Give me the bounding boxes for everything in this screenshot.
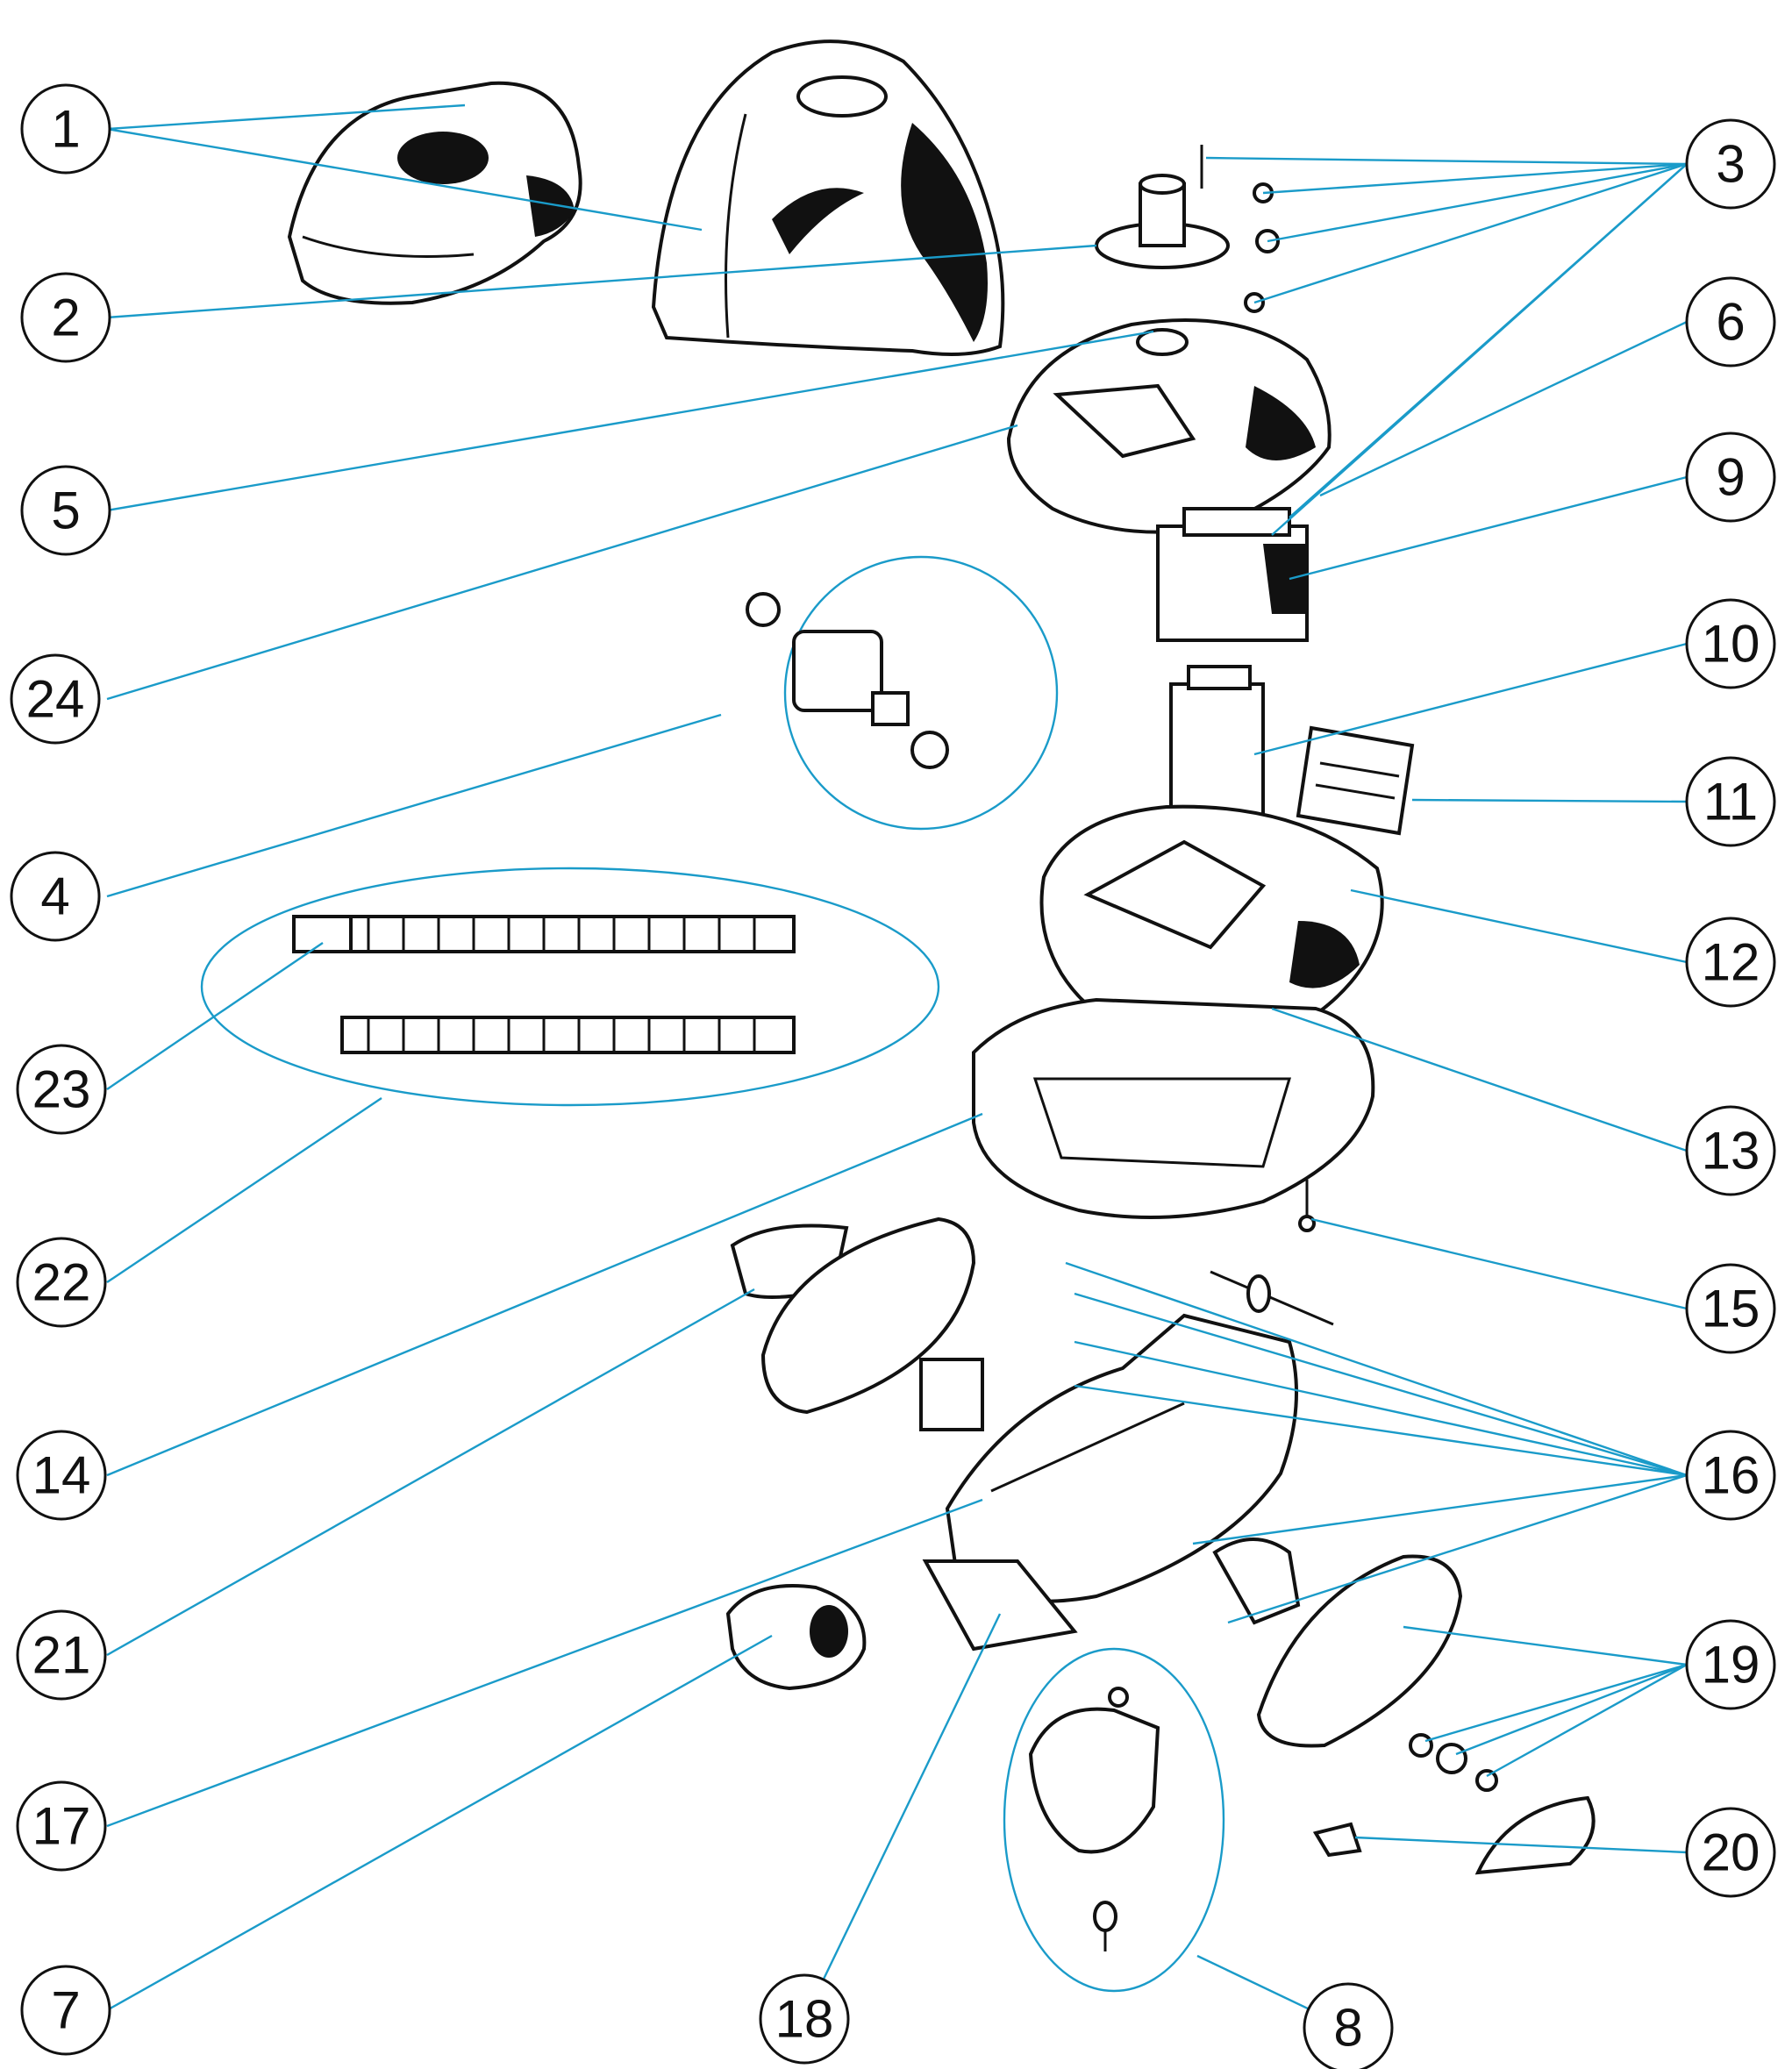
callout-6: 6 [1685, 276, 1776, 367]
part-track-left [730, 1216, 976, 1415]
part-base-tray [972, 997, 1375, 1219]
callout-24: 24 [10, 653, 101, 745]
callout-22: 22 [16, 1237, 107, 1328]
callout-8: 8 [1303, 1982, 1394, 2069]
part-lower-body [1039, 804, 1384, 1051]
part-hood-shell [651, 39, 1005, 356]
callout-18: 18 [759, 1973, 850, 2065]
callout-3-label: 3 [1716, 135, 1745, 194]
callout-22-label: 22 [32, 1253, 91, 1312]
part-nozzle [725, 1584, 867, 1691]
parts-drawing [200, 39, 1596, 1993]
part-label-plate [1296, 725, 1415, 836]
callout-11-label: 11 [1703, 773, 1758, 831]
callout-5-label: 5 [51, 482, 80, 540]
part-flap [922, 1559, 1078, 1652]
callout-21: 21 [16, 1609, 107, 1701]
callout-5: 5 [20, 465, 111, 556]
hose-ribs [367, 917, 756, 1052]
part-motor [1156, 507, 1309, 642]
callout-3: 3 [1685, 118, 1776, 210]
part-pin [1298, 1180, 1316, 1232]
callout-9: 9 [1685, 432, 1776, 523]
callout-23-label: 23 [32, 1060, 91, 1119]
callout-21-label: 21 [32, 1626, 91, 1685]
callout-15: 15 [1685, 1263, 1776, 1354]
callout-14: 14 [16, 1430, 107, 1521]
callout-1-label: 1 [51, 100, 80, 159]
callout-11: 11 [1685, 756, 1776, 847]
callout-23: 23 [16, 1044, 107, 1135]
part-control-module [1169, 665, 1265, 826]
callout-13-label: 13 [1702, 1122, 1760, 1181]
callout-1: 1 [20, 83, 111, 175]
callout-numbers: 1 2 3 4 5 6 7 8 [10, 83, 1776, 2069]
part-motor-housing [1006, 318, 1332, 534]
callout-24-label: 24 [26, 670, 85, 729]
part-gear-assembly [1095, 145, 1280, 313]
callout-20: 20 [1685, 1807, 1776, 1898]
part-axle [1210, 1270, 1334, 1326]
part-bracket-kit [1003, 1647, 1225, 1993]
callout-13: 13 [1685, 1105, 1776, 1196]
callout-4-label: 4 [40, 867, 69, 926]
callout-2-label: 2 [51, 289, 80, 347]
callout-14-label: 14 [32, 1446, 91, 1505]
callout-10: 10 [1685, 598, 1776, 689]
callout-4: 4 [10, 851, 101, 942]
callout-17-label: 17 [32, 1797, 91, 1856]
callout-16: 16 [1685, 1430, 1776, 1521]
callout-12-label: 12 [1702, 933, 1760, 992]
callout-12: 12 [1685, 917, 1776, 1008]
callout-18-label: 18 [775, 1990, 834, 2049]
part-wheel-assembly [746, 555, 1059, 831]
callout-6-label: 6 [1716, 293, 1745, 352]
callout-2: 2 [20, 272, 111, 363]
callout-10-label: 10 [1702, 615, 1760, 674]
part-track-right [1212, 1537, 1498, 1792]
leader-lines [106, 103, 1688, 2030]
callout-20-label: 20 [1702, 1823, 1760, 1882]
part-hose-set [200, 867, 940, 1107]
callout-16-label: 16 [1702, 1446, 1760, 1505]
callout-9-label: 9 [1716, 448, 1745, 507]
callout-19: 19 [1685, 1619, 1776, 1710]
part-chassis [919, 1313, 1298, 1603]
callout-19-label: 19 [1702, 1636, 1760, 1694]
callout-8-label: 8 [1333, 1999, 1362, 2058]
callout-7-label: 7 [51, 1981, 80, 2040]
callout-7: 7 [20, 1965, 111, 2056]
callout-15-label: 15 [1702, 1280, 1760, 1338]
part-end-cap [1312, 1795, 1596, 1875]
callout-17: 17 [16, 1780, 107, 1872]
part-top-cover [287, 81, 582, 305]
